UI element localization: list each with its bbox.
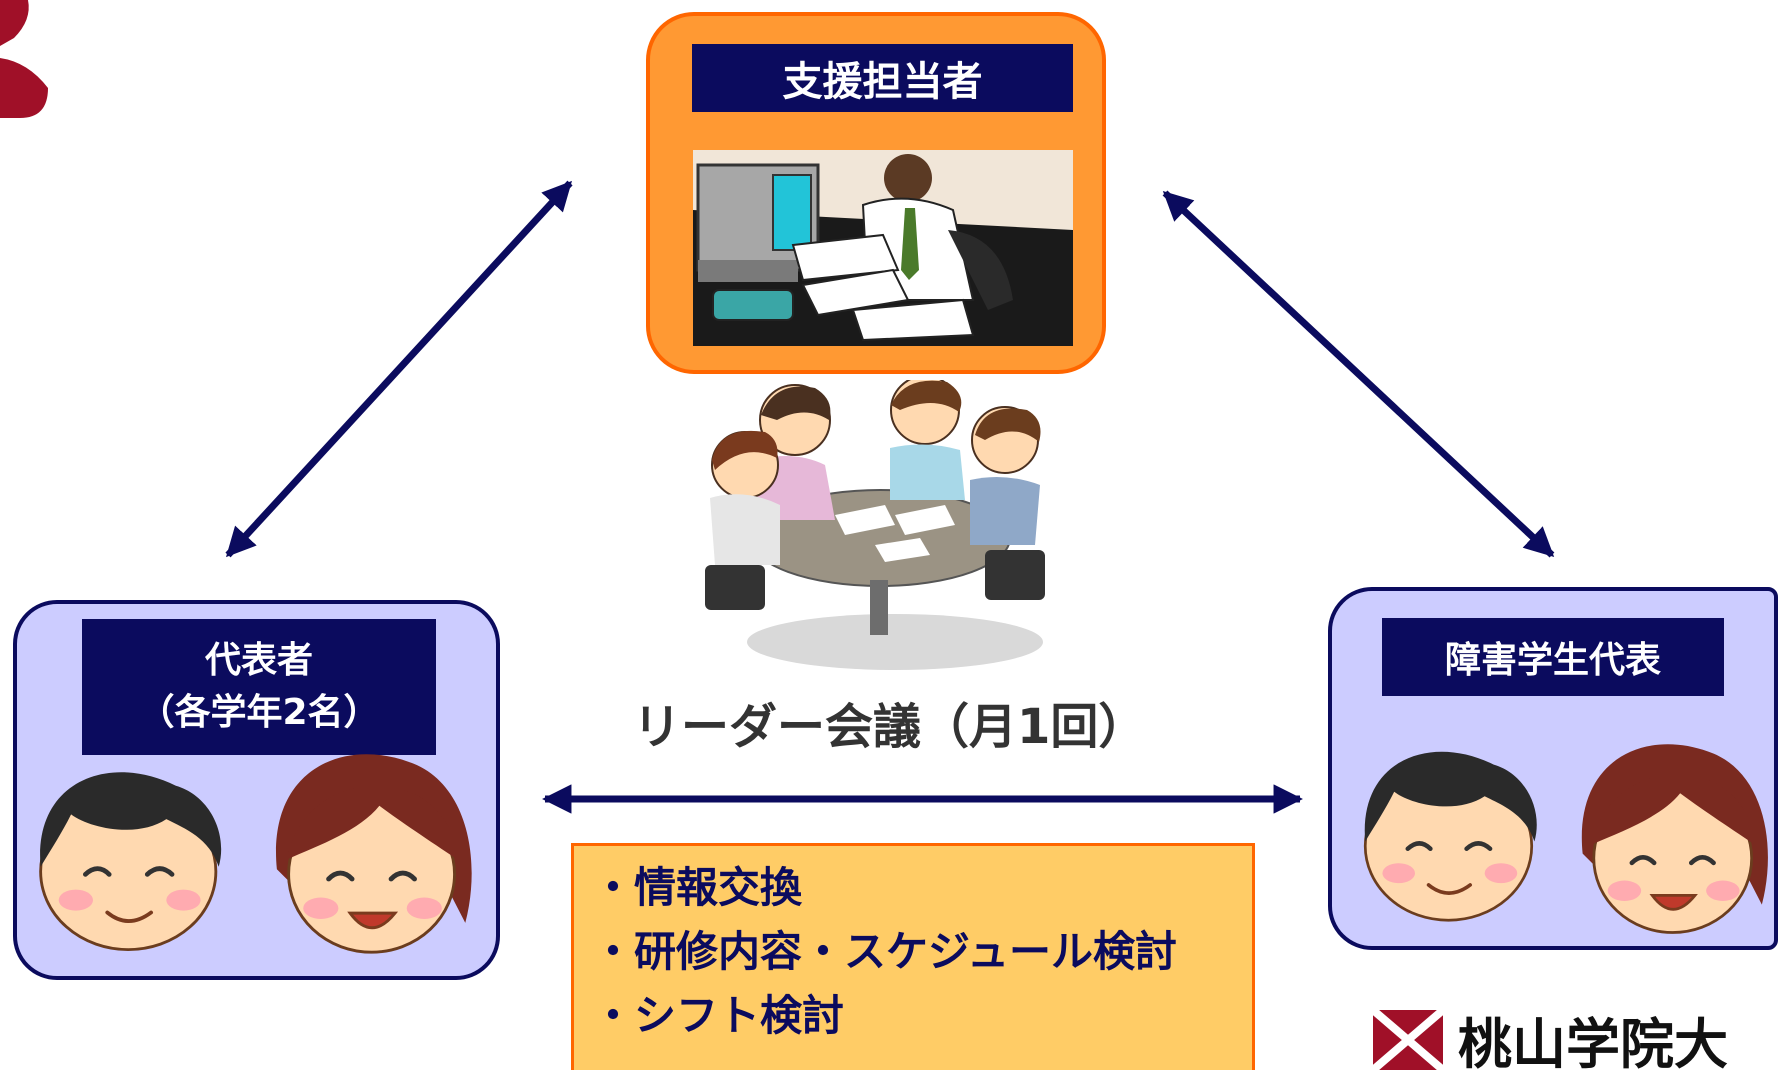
support-staff-label: 支援担当者: [692, 44, 1073, 112]
girl-face-icon: [1578, 742, 1773, 942]
double-arrow-icon: [1162, 190, 1555, 558]
representatives-label-line1: 代表者: [204, 640, 313, 681]
university-name: 桃山学院大: [1458, 1013, 1728, 1076]
boy-face-icon: [1358, 742, 1548, 932]
topic-item: ・情報交換: [592, 863, 803, 912]
representatives-label: 代表者 （各学年2名）: [82, 619, 436, 755]
university-mark-icon: [0, 0, 48, 118]
boy-face-icon: [33, 762, 233, 962]
meeting-title: リーダー会議（月1回）: [633, 699, 1147, 755]
university-logo-icon: [1373, 1010, 1443, 1070]
support-staff-label-text: 支援担当者: [782, 59, 983, 105]
meeting-table-illustration: [705, 380, 1045, 670]
disabled-student-rep-label: 障害学生代表: [1382, 618, 1724, 696]
topic-item: ・研修内容・スケジュール検討: [592, 927, 1178, 976]
disabled-student-rep-label-text: 障害学生代表: [1444, 640, 1661, 681]
office-worker-illustration: [693, 150, 1073, 346]
topic-item: ・シフト検討: [592, 991, 845, 1040]
topics-box: ・情報交換 ・研修内容・スケジュール検討 ・シフト検討: [571, 843, 1255, 1070]
representatives-label-line2: （各学年2名）: [138, 692, 380, 733]
girl-face-icon: [272, 752, 477, 962]
double-arrow-icon: [225, 180, 573, 558]
